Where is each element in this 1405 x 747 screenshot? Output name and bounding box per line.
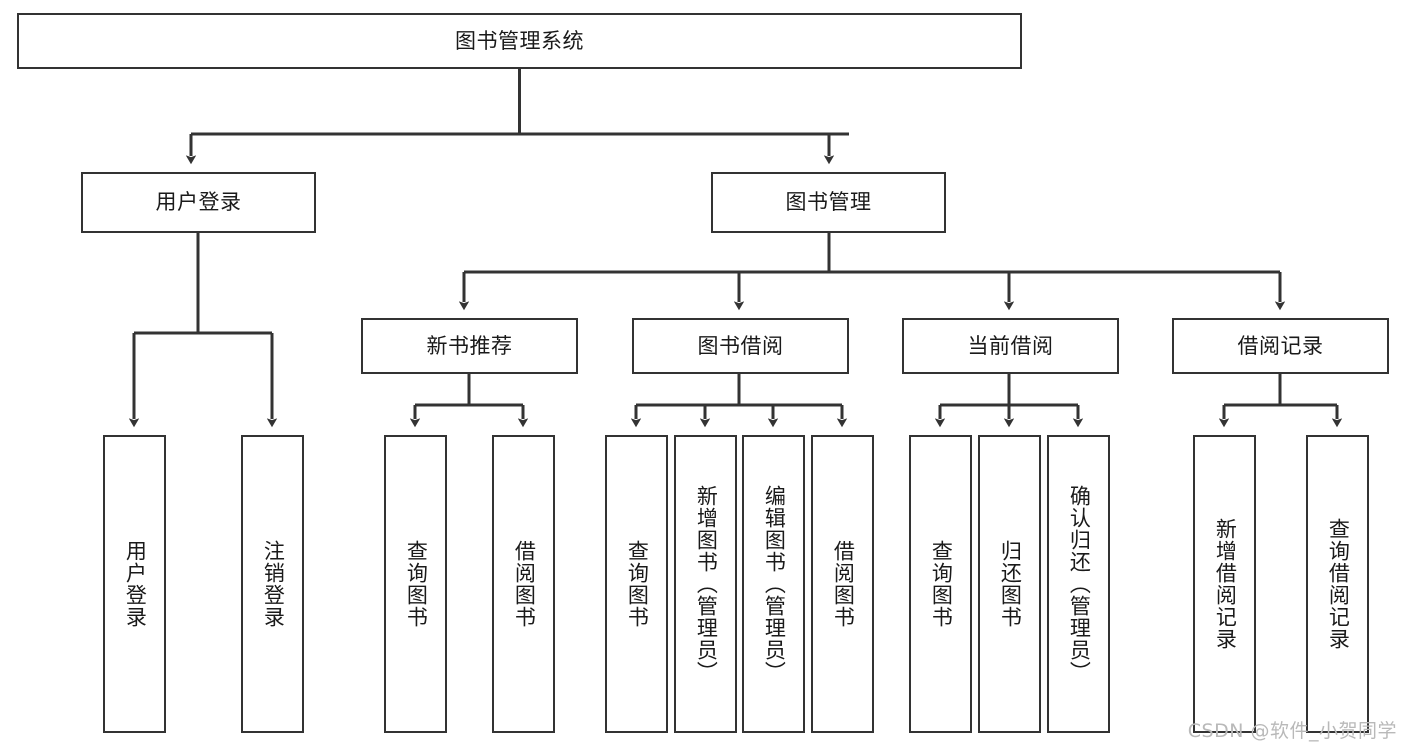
leaf-query-book-2-label: 查询图书 [625,540,650,628]
leaf-logout-login[interactable]: 注销登录 [241,435,304,733]
leaf-add-record[interactable]: 新增借阅记录 [1193,435,1256,733]
leaf-query-book-2[interactable]: 查询图书 [605,435,668,733]
leaf-return-book-label: 归还图书 [998,540,1023,628]
node-book-manage-label: 图书管理 [785,190,872,215]
node-book-manage[interactable]: 图书管理 [711,172,946,233]
node-current-borrow-label: 当前借阅 [967,333,1054,358]
node-root-system[interactable]: 图书管理系统 [17,13,1022,69]
leaf-query-book-1-label: 查询图书 [404,540,429,628]
leaf-add-book[interactable]: 新增图书（管理员） [674,435,737,733]
node-root-label: 图书管理系统 [455,28,584,53]
leaf-user-login[interactable]: 用户登录 [103,435,166,733]
node-new-book-recommend-label: 新书推荐 [426,333,513,358]
node-user-login-label: 用户登录 [155,190,242,215]
leaf-query-record-label: 查询借阅记录 [1326,518,1351,650]
leaf-logout-login-label: 注销登录 [261,540,286,628]
leaf-edit-book-label: 编辑图书（管理员） [762,485,787,683]
node-book-borrow-label: 图书借阅 [697,333,784,358]
leaf-add-book-label: 新增图书（管理员） [694,485,719,683]
leaf-return-book[interactable]: 归还图书 [978,435,1041,733]
leaf-borrow-book-2-label: 借阅图书 [831,540,856,628]
leaf-confirm-return[interactable]: 确认归还（管理员） [1047,435,1110,733]
leaf-query-record[interactable]: 查询借阅记录 [1306,435,1369,733]
csdn-watermark: CSDN @软件_小贺同学 [1187,720,1397,742]
leaf-borrow-book-1-label: 借阅图书 [512,540,537,628]
leaf-borrow-book-2[interactable]: 借阅图书 [811,435,874,733]
node-current-borrow[interactable]: 当前借阅 [902,318,1119,374]
leaf-user-login-label: 用户登录 [123,540,148,628]
node-borrow-record-label: 借阅记录 [1237,333,1324,358]
leaf-edit-book[interactable]: 编辑图书（管理员） [742,435,805,733]
leaf-query-book-1[interactable]: 查询图书 [384,435,447,733]
leaf-add-record-label: 新增借阅记录 [1213,518,1238,650]
node-borrow-record[interactable]: 借阅记录 [1172,318,1389,374]
leaf-query-book-3-label: 查询图书 [929,540,954,628]
leaf-confirm-return-label: 确认归还（管理员） [1067,485,1092,683]
leaf-query-book-3[interactable]: 查询图书 [909,435,972,733]
node-new-book-recommend[interactable]: 新书推荐 [361,318,578,374]
node-user-login[interactable]: 用户登录 [81,172,316,233]
node-book-borrow[interactable]: 图书借阅 [632,318,849,374]
leaf-borrow-book-1[interactable]: 借阅图书 [492,435,555,733]
